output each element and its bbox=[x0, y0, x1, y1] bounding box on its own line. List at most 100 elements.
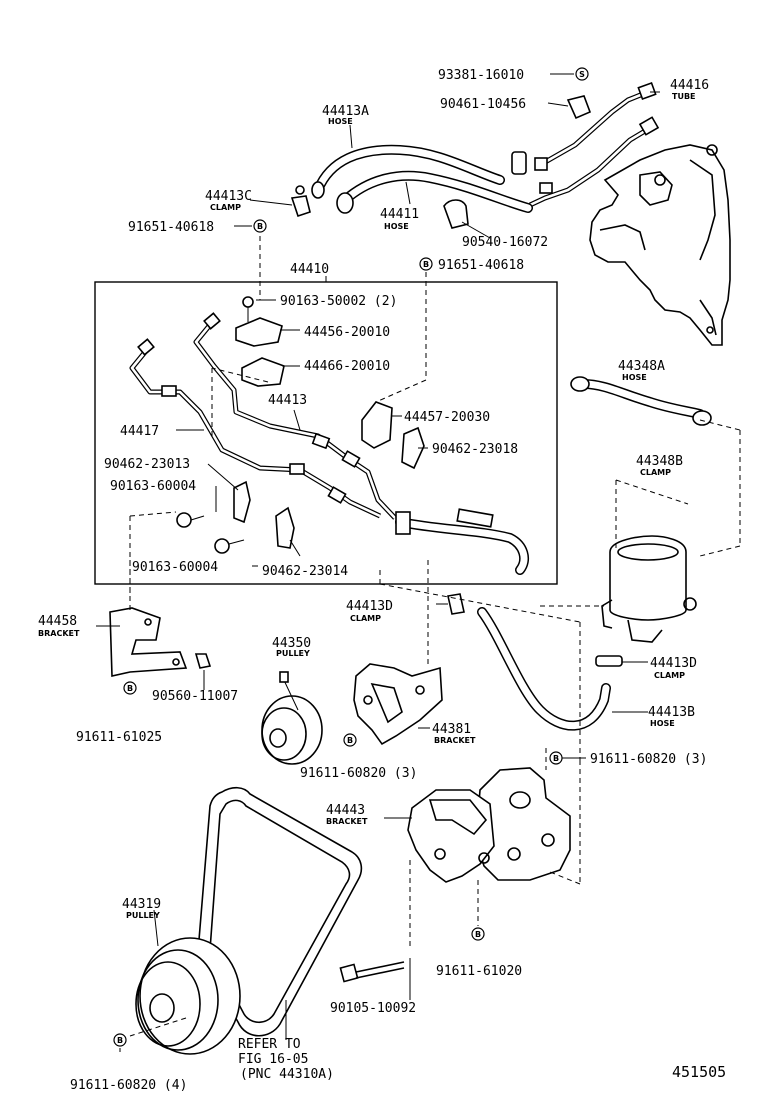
clamp-44413c bbox=[290, 185, 311, 218]
steering-gear-housing bbox=[589, 144, 731, 346]
reservoir-tank bbox=[601, 535, 697, 643]
tube-fittings bbox=[137, 312, 361, 504]
symbol-b-1: B bbox=[253, 219, 267, 233]
bracket-44458 bbox=[109, 607, 212, 677]
svg-text:S: S bbox=[579, 70, 585, 79]
label-44348b: 44348B bbox=[636, 454, 683, 469]
label-90163-60004-b: 90163-60004 bbox=[132, 560, 218, 575]
clamp-90461 bbox=[566, 95, 592, 120]
label-90540: 90540-16072 bbox=[462, 235, 548, 250]
label-90163-50002: 90163-50002 (2) bbox=[280, 294, 397, 309]
label-44411: 44411 bbox=[380, 207, 419, 222]
symbol-b-6: B bbox=[471, 927, 485, 941]
label-91611-60820-a: 91611-60820 (3) bbox=[300, 766, 417, 781]
label-44348a: 44348A bbox=[618, 359, 665, 374]
svg-text:B: B bbox=[423, 260, 429, 269]
label-44457: 44457-20030 bbox=[404, 410, 490, 425]
label-44417: 44417 bbox=[120, 424, 159, 439]
symbol-b-7: B bbox=[113, 1033, 127, 1047]
label-91651-b: 91651-40618 bbox=[438, 258, 524, 273]
clip-90540 bbox=[443, 199, 469, 229]
power-steering-pump bbox=[475, 767, 571, 881]
label-90462-23018: 90462-23018 bbox=[432, 442, 518, 457]
label-refer-line1: REFER TO bbox=[238, 1037, 301, 1052]
label-44381: 44381 bbox=[432, 722, 471, 737]
label-refer-line3: (PNC 44310A) bbox=[240, 1067, 334, 1082]
label-44413a: 44413A bbox=[322, 104, 369, 119]
svg-text:B: B bbox=[127, 684, 133, 693]
clamp-90462-23014 bbox=[275, 506, 295, 549]
label-44319: 44319 bbox=[122, 897, 161, 912]
hose-44413a bbox=[313, 144, 505, 195]
tube-44416 bbox=[528, 81, 660, 208]
label-44413d-b-type: CLAMP bbox=[654, 671, 685, 680]
label-44456: 44456-20010 bbox=[304, 325, 390, 340]
label-44413d-a: 44413D bbox=[346, 599, 393, 614]
label-refer-line2: FIG 16-05 bbox=[238, 1052, 308, 1067]
label-90560: 90560-11007 bbox=[152, 689, 238, 704]
label-44413c-type: CLAMP bbox=[210, 203, 241, 212]
hose-44413b bbox=[477, 607, 611, 731]
label-91651-a: 91651-40618 bbox=[128, 220, 214, 235]
hose-return-inside bbox=[395, 508, 530, 575]
bolt-90105 bbox=[339, 961, 405, 983]
label-44348b-type: CLAMP bbox=[640, 468, 671, 477]
label-44416-type: TUBE bbox=[672, 92, 696, 101]
label-44413b: 44413B bbox=[648, 705, 695, 720]
drive-belt bbox=[197, 786, 363, 1037]
label-44348a-type: HOSE bbox=[622, 373, 647, 382]
dashed-guides bbox=[129, 236, 741, 1037]
clamp-44413d-left bbox=[447, 593, 465, 615]
pulley-44319 bbox=[135, 937, 241, 1055]
hose-44348a bbox=[570, 376, 712, 426]
clamp-44457 bbox=[361, 401, 393, 449]
label-90462-23013: 90462-23013 bbox=[104, 457, 190, 472]
label-90163-60004-a: 90163-60004 bbox=[110, 479, 196, 494]
label-44443-type: BRACKET bbox=[326, 817, 368, 826]
label-91611-61020: 91611-61020 bbox=[436, 964, 522, 979]
symbol-b-5: B bbox=[549, 751, 563, 765]
svg-text:B: B bbox=[347, 736, 353, 745]
hose-44411 bbox=[311, 170, 533, 214]
label-44413d-a-type: CLAMP bbox=[350, 614, 381, 623]
label-91611-60820-b: 91611-60820 (3) bbox=[590, 752, 707, 767]
label-44458-type: BRACKET bbox=[38, 629, 80, 638]
label-44416: 44416 bbox=[670, 78, 709, 93]
pulley-44350 bbox=[261, 671, 323, 765]
part-labels: 93381-16010 44416 TUBE 90461-10456 44413… bbox=[38, 68, 726, 1093]
clamp-90462-23013 bbox=[233, 480, 251, 524]
clamp-90462-23018 bbox=[401, 426, 425, 470]
symbol-b-2: B bbox=[419, 257, 433, 271]
label-44413c: 44413C bbox=[205, 189, 252, 204]
label-44413a-type: HOSE bbox=[328, 117, 353, 126]
clamp-44466 bbox=[241, 357, 285, 387]
label-44413d-b: 44413D bbox=[650, 656, 697, 671]
label-44443: 44443 bbox=[326, 803, 365, 818]
tube-44413 bbox=[193, 318, 397, 520]
label-44413b-type: HOSE bbox=[650, 719, 675, 728]
union-bolt bbox=[511, 151, 527, 175]
label-91611-61025: 91611-61025 bbox=[76, 730, 162, 745]
label-91611-60820-c: 91611-60820 (4) bbox=[70, 1078, 187, 1093]
bolt-90163-60004-b bbox=[214, 538, 245, 554]
clamp-44413d-right bbox=[595, 655, 623, 667]
figure-number: 451505 bbox=[672, 1063, 726, 1081]
label-44410: 44410 bbox=[290, 262, 329, 277]
label-44413: 44413 bbox=[268, 393, 307, 408]
label-90462-23014: 90462-23014 bbox=[262, 564, 348, 579]
label-44381-type: BRACKET bbox=[434, 736, 476, 745]
label-44466: 44466-20010 bbox=[304, 359, 390, 374]
bracket-44443 bbox=[407, 789, 495, 883]
bolt-90163-60004-a bbox=[176, 512, 205, 528]
leader-lines bbox=[96, 73, 660, 1052]
bracket-44381 bbox=[353, 663, 443, 746]
svg-text:B: B bbox=[257, 222, 263, 231]
label-44350: 44350 bbox=[272, 636, 311, 651]
label-44411-type: HOSE bbox=[384, 222, 409, 231]
svg-text:B: B bbox=[117, 1036, 123, 1045]
clamp-44456 bbox=[235, 296, 283, 347]
label-44458: 44458 bbox=[38, 614, 77, 629]
svg-text:B: B bbox=[553, 754, 559, 763]
label-44319-type: PULLEY bbox=[126, 911, 160, 920]
